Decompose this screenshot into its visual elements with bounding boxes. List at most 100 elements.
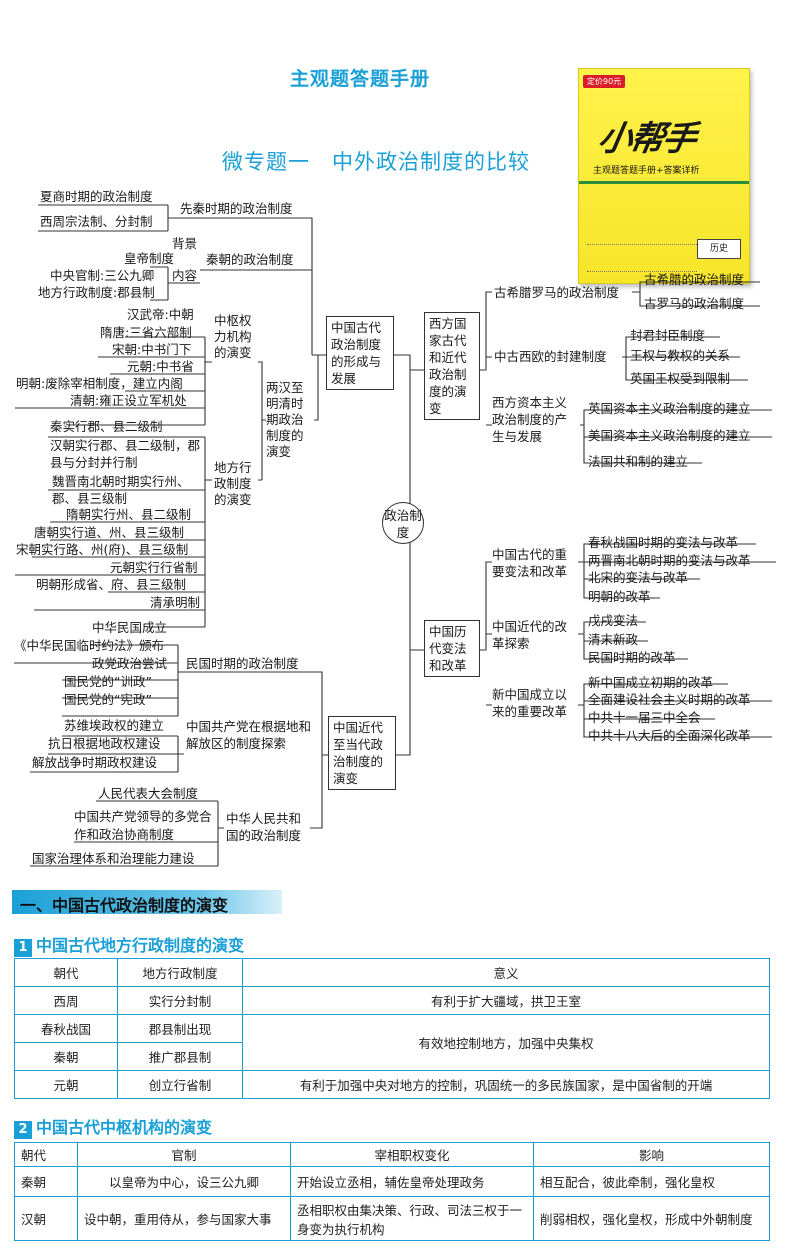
table-header: 宰相职权变化 [290, 1142, 534, 1167]
table-local-admin: 朝代 地方行政制度 意义 西周 实行分封制 有利于扩大疆域，拱卫王室 春秋战国 … [14, 958, 770, 1099]
node-zbzy: 西方资本主义政治制度的产生与发展 [492, 395, 568, 444]
node-xizhou: 西周宗法制、分封制 [40, 214, 153, 229]
node-xiashang: 夏商时期的政治制度 [40, 189, 153, 204]
table-cell: 秦朝 [14, 1166, 78, 1197]
node-fengjun: 封君封臣制度 [630, 328, 706, 343]
table-row: 秦朝 推广郡县制 [14, 1042, 770, 1071]
topic-title: 微专题一 中外政治制度的比较 [222, 150, 530, 174]
node-beijing: 背景 [172, 236, 198, 251]
page-title: 主观题答题手册 [290, 68, 431, 90]
node-xianzheng: 国民党的“宪政” [64, 692, 152, 707]
node-duodang: 中国共产党领导的多党合作和政治协商制度 [74, 809, 212, 842]
node-fa-z: 法国共和制的建立 [588, 454, 689, 469]
node-xzg1: 新中国成立初期的改革 [588, 675, 714, 690]
node-xunzheng: 国民党的“训政” [64, 674, 152, 689]
node-lishi: 中国历代变法和改革 [424, 620, 480, 677]
node-suwei: 苏维埃政权的建立 [64, 718, 165, 733]
node-mgsq: 民国时期的改革 [588, 650, 676, 665]
cover-stripe [579, 181, 749, 184]
node-qingmo: 清末新政 [588, 632, 639, 647]
book-cover-image: 定价90元 小帮手 主观题答题手册+答案详析 历史 [578, 68, 750, 284]
table-cell: 元朝 [14, 1070, 118, 1099]
section-title: 一、中国古代政治制度的演变 [20, 896, 229, 915]
node-xianqin: 先秦时期的政治制度 [180, 201, 293, 216]
table-header: 地方行政制度 [117, 958, 243, 987]
node-jindai-bg: 中国近代的改革探索 [492, 619, 568, 651]
table-cell: 开始设立丞相，辅佐皇帝处理政务 [290, 1166, 534, 1197]
node-xzg-bg: 新中国成立以来的重要改革 [492, 687, 568, 719]
table-row: 元朝 创立行省制 有利于加强中央对地方的控制，巩固统一的多民族国家，是中国省制的… [14, 1070, 770, 1099]
table-header-row: 朝代 官制 宰相职权变化 影响 [14, 1142, 770, 1167]
subsection-1-title: 中国古代地方行政制度的演变 [36, 936, 245, 955]
table-cell: 相互配合，彼此牵制，强化皇权 [533, 1166, 770, 1197]
node-qin: 秦朝的政治制度 [206, 252, 294, 267]
node-jiefang: 解放战争时期政权建设 [32, 755, 158, 770]
node-mingchao: 明朝的改革 [588, 589, 651, 604]
node-west: 西方国家古代和近代政治制度的演变 [424, 312, 480, 420]
node-center: 政治制度 [382, 502, 424, 544]
node-glm: 古罗马的政治制度 [644, 296, 745, 311]
table-cell: 推广郡县制 [117, 1042, 243, 1071]
node-ming-l: 明朝形成省、府、县三级制 [36, 577, 187, 592]
node-qing-l: 清承明制 [150, 595, 201, 610]
subsection-1-number: 1 [14, 939, 32, 957]
table-row: 秦朝 以皇帝为中心，设三公九卿 开始设立丞相，辅佐皇帝处理政务 相互配合，彼此牵… [14, 1166, 770, 1197]
node-qin-l: 秦实行郡、县二级制 [50, 419, 163, 434]
node-wangquan: 王权与教权的关系 [630, 348, 731, 363]
table-header: 朝代 [14, 1142, 78, 1167]
section-header-bar: 一、中国古代政治制度的演变 [12, 890, 282, 915]
node-chunqiu: 春秋战国时期的变法与改革 [588, 535, 739, 550]
table-cell: 有效地控制地方，加强中央集权 [242, 1014, 770, 1071]
node-zhili: 国家治理体系和治理能力建设 [32, 851, 195, 866]
price-tag: 定价90元 [583, 75, 626, 88]
node-gxl: 古希腊的政治制度 [644, 272, 745, 287]
node-difang: 地方行政制度的演变 [214, 460, 252, 507]
table-cell: 削弱相权，强化皇权，形成中外朝制度 [533, 1196, 770, 1241]
book-subtitle: 主观题答题手册+答案详析 [593, 166, 700, 176]
table-cell: 丞相职权由集决策、行政、司法三权于一身变为执行机构 [290, 1196, 534, 1241]
node-xzg4: 中共十八大后的全面深化改革 [588, 728, 751, 743]
table-cell: 设中朝，重用侍从，参与国家大事 [77, 1196, 291, 1241]
table-row: 汉朝 设中朝，重用侍从，参与国家大事 丞相职权由集决策、行政、司法三权于一身变为… [14, 1196, 770, 1241]
node-gudai-bg: 中国古代的重要变法和改革 [492, 547, 568, 579]
subsection-2-number: 2 [14, 1121, 32, 1139]
node-prc: 中华人民共和国的政治制度 [226, 811, 302, 843]
table-central-organs: 朝代 官制 宰相职权变化 影响 秦朝 以皇帝为中心，设三公九卿 开始设立丞相，辅… [14, 1142, 770, 1241]
cover-fine-print [587, 244, 697, 272]
node-song-c: 宋朝:中书门下 [112, 342, 192, 357]
table-cell: 创立行省制 [117, 1070, 243, 1099]
table-header-row: 朝代 地方行政制度 意义 [14, 958, 770, 987]
node-lianghan: 两汉至明清时期政治制度的演变 [266, 380, 304, 459]
table-cell: 秦朝 [14, 1042, 118, 1071]
table-cell: 西周 [14, 986, 118, 1015]
table-cell: 汉朝 [14, 1196, 78, 1241]
subsection-2-title: 中国古代中枢机构的演变 [36, 1118, 213, 1137]
node-junxian: 地方行政制度:郡县制 [38, 285, 155, 300]
node-kangri: 抗日根据地政权建设 [48, 736, 161, 751]
table-header: 意义 [242, 958, 770, 987]
table-row: 西周 实行分封制 有利于扩大疆域，拱卫王室 [14, 986, 770, 1015]
node-gxlm: 古希腊罗马的政治制度 [494, 285, 620, 300]
node-china-ancient: 中国古代政治制度的形成与发展 [326, 316, 394, 390]
node-xzg2: 全面建设社会主义时期的改革 [588, 692, 751, 707]
node-neirong: 内容 [172, 268, 198, 283]
node-liangjin: 两晋南北朝时期的变法与改革 [588, 553, 751, 568]
node-mei-z: 美国资本主义政治制度的建立 [588, 428, 751, 443]
table-cell: 春秋战国 [14, 1014, 118, 1043]
table-cell: 郡县制出现 [117, 1014, 243, 1043]
node-hanwu: 汉武帝:中朝 [127, 307, 194, 322]
table-cell: 有利于加强中央对地方的控制，巩固统一的多民族国家，是中国省制的开端 [242, 1070, 770, 1099]
node-huangdi: 皇帝制度 [124, 251, 175, 266]
node-sangong: 中央官制:三公九卿 [50, 268, 155, 283]
node-qing-c: 清朝:雍正设立军机处 [70, 393, 187, 408]
node-zhmg: 中华民国成立 [92, 620, 168, 635]
node-minguo: 民国时期的政治制度 [186, 656, 299, 671]
table-cell: 有利于扩大疆域，拱卫王室 [242, 986, 770, 1015]
table-cell: 实行分封制 [117, 986, 243, 1015]
node-beisong: 北宋的变法与改革 [588, 570, 689, 585]
node-sui-l: 隋朝实行州、县二级制 [66, 507, 192, 522]
node-xzg3: 中共十一届三中全会 [588, 710, 701, 725]
node-renda: 人民代表大会制度 [98, 786, 199, 801]
